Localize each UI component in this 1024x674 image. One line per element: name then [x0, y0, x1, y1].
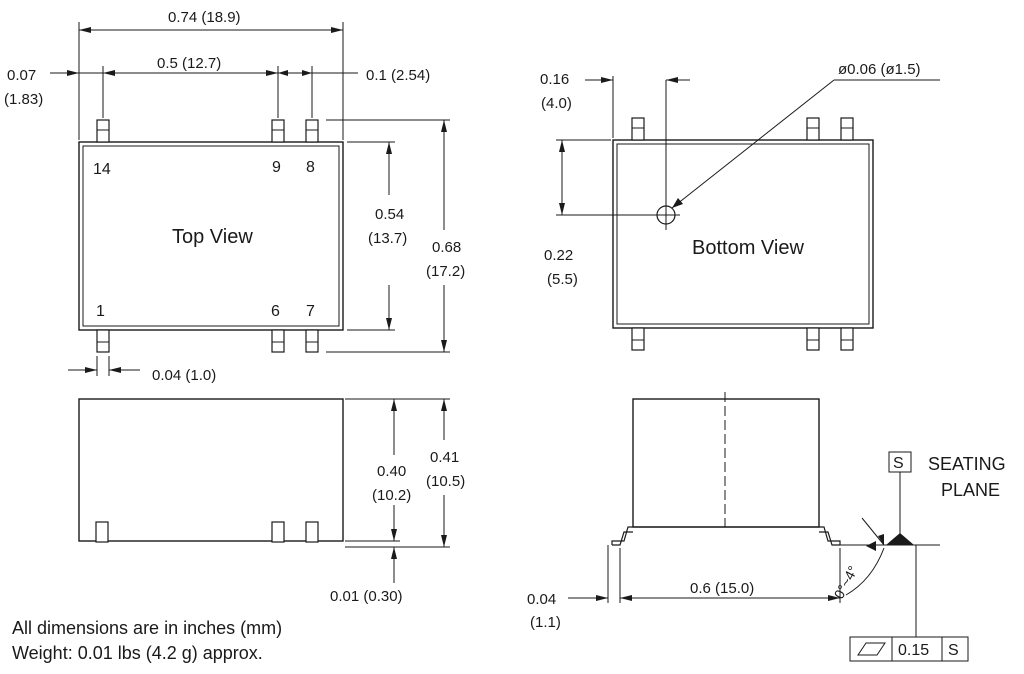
dim-left-offset-mm: (1.83)	[4, 91, 43, 108]
bottom-pin-bot-2	[806, 327, 820, 351]
top-view-body	[78, 141, 344, 331]
flatness-datum: S	[948, 642, 959, 659]
pin-14-lead	[96, 119, 110, 143]
dim-pin-width: 0.04 (1.0)	[152, 367, 216, 384]
flatness-icon	[857, 642, 886, 656]
dim-bottom-top-in: 0.16	[540, 71, 569, 88]
pin-label-1: 1	[96, 303, 105, 320]
dim-standoff: 0.01 (0.30)	[330, 588, 403, 605]
flatness-frame	[849, 636, 969, 662]
top-view: 14 9 8 1 6 7 Top View 0.74 (18.9) 0.5 (1…	[4, 9, 465, 384]
top-view-body-inner	[82, 145, 340, 327]
bottom-pin-bot-3	[840, 327, 854, 351]
side-view-body	[78, 398, 344, 542]
datum-triangle	[886, 533, 914, 545]
dim-lead-span: 0.6 (15.0)	[690, 580, 754, 597]
end-view: 0.04 (1.1) 0.6 (15.0) 0°~4° S SEATING PL…	[527, 392, 1006, 662]
note-weight: Weight: 0.01 lbs (4.2 g) approx.	[12, 643, 263, 663]
bottom-view: Bottom View ø0.06 (ø1.5) 0.16 (4.0) 0.22…	[540, 61, 940, 351]
pin-label-7: 7	[306, 303, 315, 320]
seating-label-2: PLANE	[941, 480, 1000, 500]
dim-bottom-top-mm: (4.0)	[541, 95, 572, 112]
dim-total-height-mm: (10.5)	[426, 473, 465, 490]
dim-pin-span: 0.5 (12.7)	[157, 55, 221, 72]
dim-hole-y-in: 0.22	[544, 247, 573, 264]
pin-label-14: 14	[93, 161, 111, 178]
bottom-view-label: Bottom View	[692, 237, 804, 259]
pin-7-lead	[305, 329, 319, 353]
bottom-pin-top-1	[631, 117, 645, 141]
pin-label-6: 6	[271, 303, 280, 320]
dim-overall-height-mm: (17.2)	[426, 263, 465, 280]
end-lead-left	[611, 526, 633, 545]
dim-body-height-in: 0.54	[375, 206, 404, 223]
dim-lead-in: 0.04	[527, 591, 556, 608]
flatness-tolerance: 0.15	[898, 642, 929, 659]
dim-left-offset-in: 0.07	[7, 67, 36, 84]
datum-box	[888, 451, 912, 473]
dim-side-height-in: 0.40	[377, 463, 406, 480]
bottom-pin-top-3	[840, 117, 854, 141]
side-pin-7	[305, 521, 319, 543]
top-view-label: Top View	[172, 226, 253, 248]
dim-hole-diameter: ø0.06 (ø1.5)	[838, 61, 921, 78]
pin-6-lead	[271, 329, 285, 353]
end-view-body	[632, 398, 820, 528]
seating-label-1: SEATING	[928, 454, 1006, 474]
side-pin-1	[95, 521, 109, 543]
pin-8-lead	[305, 119, 319, 143]
dim-body-height-mm: (13.7)	[368, 230, 407, 247]
dim-pin-pitch: 0.1 (2.54)	[366, 67, 430, 84]
dim-lead-mm: (1.1)	[530, 614, 561, 631]
bottom-view-body-inner	[616, 143, 870, 325]
end-lead-right	[819, 526, 841, 545]
dim-total-height-in: 0.41	[430, 449, 459, 466]
pin-1-lead	[96, 329, 110, 353]
side-pin-6	[271, 521, 285, 543]
side-view: 0.40 (10.2) 0.41 (10.5) 0.01 (0.30)	[78, 398, 465, 605]
dim-side-height-mm: (10.2)	[372, 487, 411, 504]
pin-label-9: 9	[272, 159, 281, 176]
bottom-pin-top-2	[806, 117, 820, 141]
pin-label-8: 8	[306, 159, 315, 176]
dim-overall-width: 0.74 (18.9)	[168, 9, 241, 26]
bottom-view-body	[612, 139, 874, 329]
dim-hole-y-mm: (5.5)	[547, 271, 578, 288]
datum-label: S	[893, 455, 904, 472]
bottom-pin-bot-1	[631, 327, 645, 351]
dim-angle: 0°~4°	[831, 563, 862, 601]
note-units: All dimensions are in inches (mm)	[12, 618, 282, 638]
dim-overall-height-in: 0.68	[432, 239, 461, 256]
pin-9-lead	[271, 119, 285, 143]
